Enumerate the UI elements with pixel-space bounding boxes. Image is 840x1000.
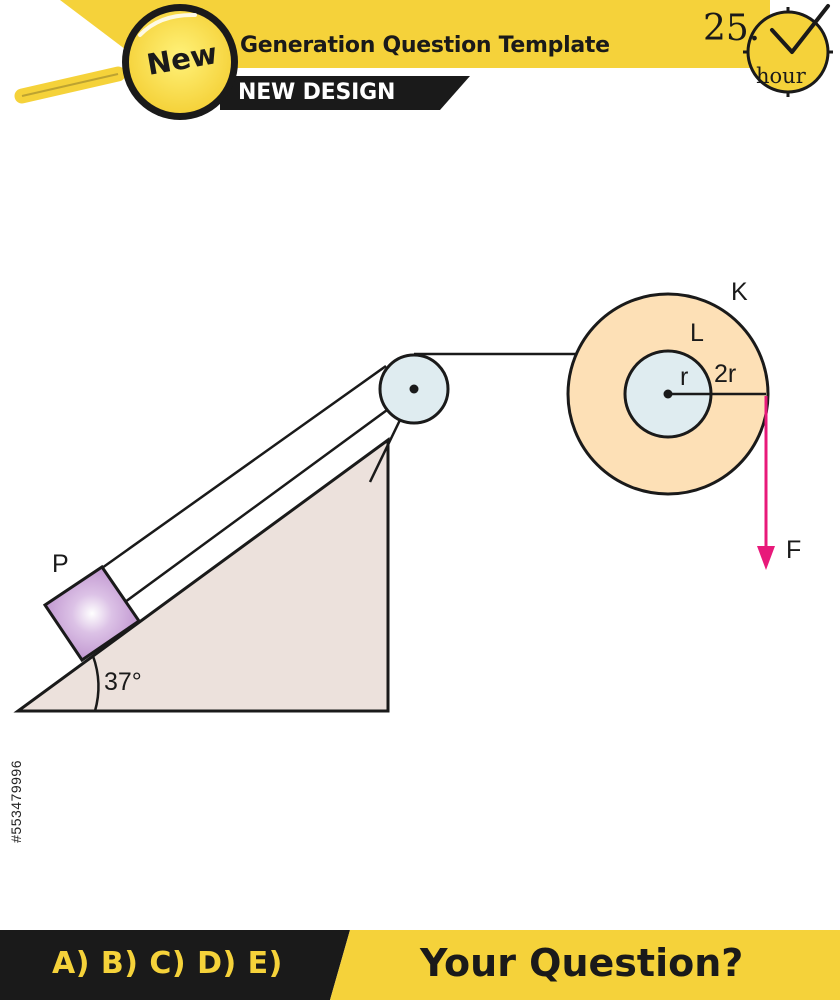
answer-options: A) B) C) D) E) <box>52 946 283 981</box>
new-badge-circle <box>129 11 231 113</box>
block-p-label: P <box>52 550 69 578</box>
inclined-plane <box>13 437 390 713</box>
question-placeholder: Your Question? <box>420 941 744 985</box>
rope-line-top <box>101 364 387 570</box>
angle-label: 37° <box>104 668 142 696</box>
rope-line-bottom <box>124 400 399 604</box>
header-graphics <box>14 0 833 120</box>
inner-radius-label: r <box>680 363 689 391</box>
block-p <box>42 564 142 663</box>
header-black-ribbon <box>220 76 470 110</box>
force-arrowhead <box>757 546 775 570</box>
wheel-k-label: K <box>731 278 748 306</box>
timer-value: 25. <box>703 8 761 49</box>
header-subtitle: NEW DESIGN <box>238 80 396 105</box>
check-icon <box>770 4 830 54</box>
wheel-l-label: L <box>690 319 704 347</box>
pulley-axle <box>409 384 419 394</box>
header-yellow-band <box>60 0 770 68</box>
force-label: F <box>786 536 802 564</box>
outer-radius-label: 2r <box>714 360 737 388</box>
side-stock-id: #553479996 <box>8 760 24 843</box>
timer-unit: hour <box>756 64 806 88</box>
header-title: Generation Question Template <box>240 33 610 58</box>
angle-arc <box>91 655 100 712</box>
magnifier-handle <box>14 66 126 104</box>
